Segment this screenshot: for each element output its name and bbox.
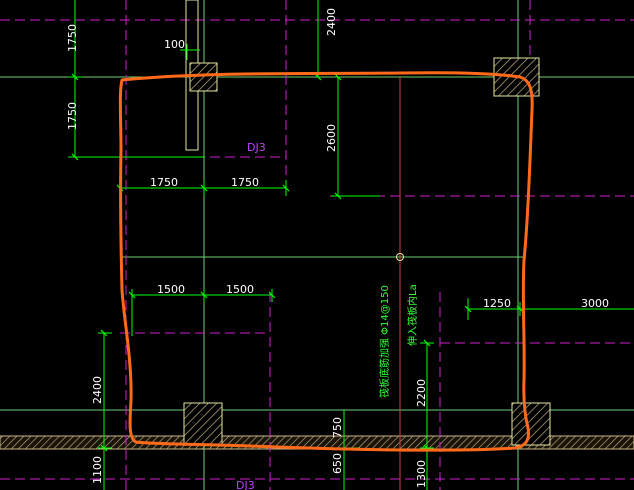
dim-3000: 3000 xyxy=(581,297,609,310)
hatched-column-icon xyxy=(511,402,551,446)
circle-marker-icon[interactable] xyxy=(396,253,404,261)
dim-1300: 1300 xyxy=(415,460,428,488)
dim-1750-right: 1750 xyxy=(231,176,259,189)
markup-outline[interactable] xyxy=(118,71,534,452)
dim-1500-left: 1500 xyxy=(157,283,185,296)
dimension-ticks xyxy=(71,73,524,452)
strip-note-left: 筏板底筋加强 Φ14@150 xyxy=(378,285,391,398)
dj-label-lower: DJ3 xyxy=(236,479,255,490)
dim-1750-a: 1750 xyxy=(66,24,79,52)
hatched-column-icon xyxy=(183,402,223,446)
dim-1750-left: 1750 xyxy=(150,176,178,189)
dim-1750-b: 1750 xyxy=(66,102,79,130)
dim-1100: 1100 xyxy=(91,456,104,484)
dim-100: 100 xyxy=(164,38,185,51)
dj-label-upper: DJ3 xyxy=(247,141,266,154)
dimension-texts: 1750 1750 100 2400 2600 1750 1750 1500 1… xyxy=(66,8,609,488)
dim-2400-left: 2400 xyxy=(91,376,104,404)
dim-750: 750 xyxy=(331,417,344,438)
dim-2200: 2200 xyxy=(415,379,428,407)
dim-1250: 1250 xyxy=(483,297,511,310)
dim-2600: 2600 xyxy=(325,124,338,152)
strip-note-right: 伸入筏板内La xyxy=(406,284,419,346)
dim-2400-top: 2400 xyxy=(325,8,338,36)
dim-650: 650 xyxy=(331,453,344,474)
dim-1500-right: 1500 xyxy=(226,283,254,296)
hatched-column-icon xyxy=(189,62,218,92)
